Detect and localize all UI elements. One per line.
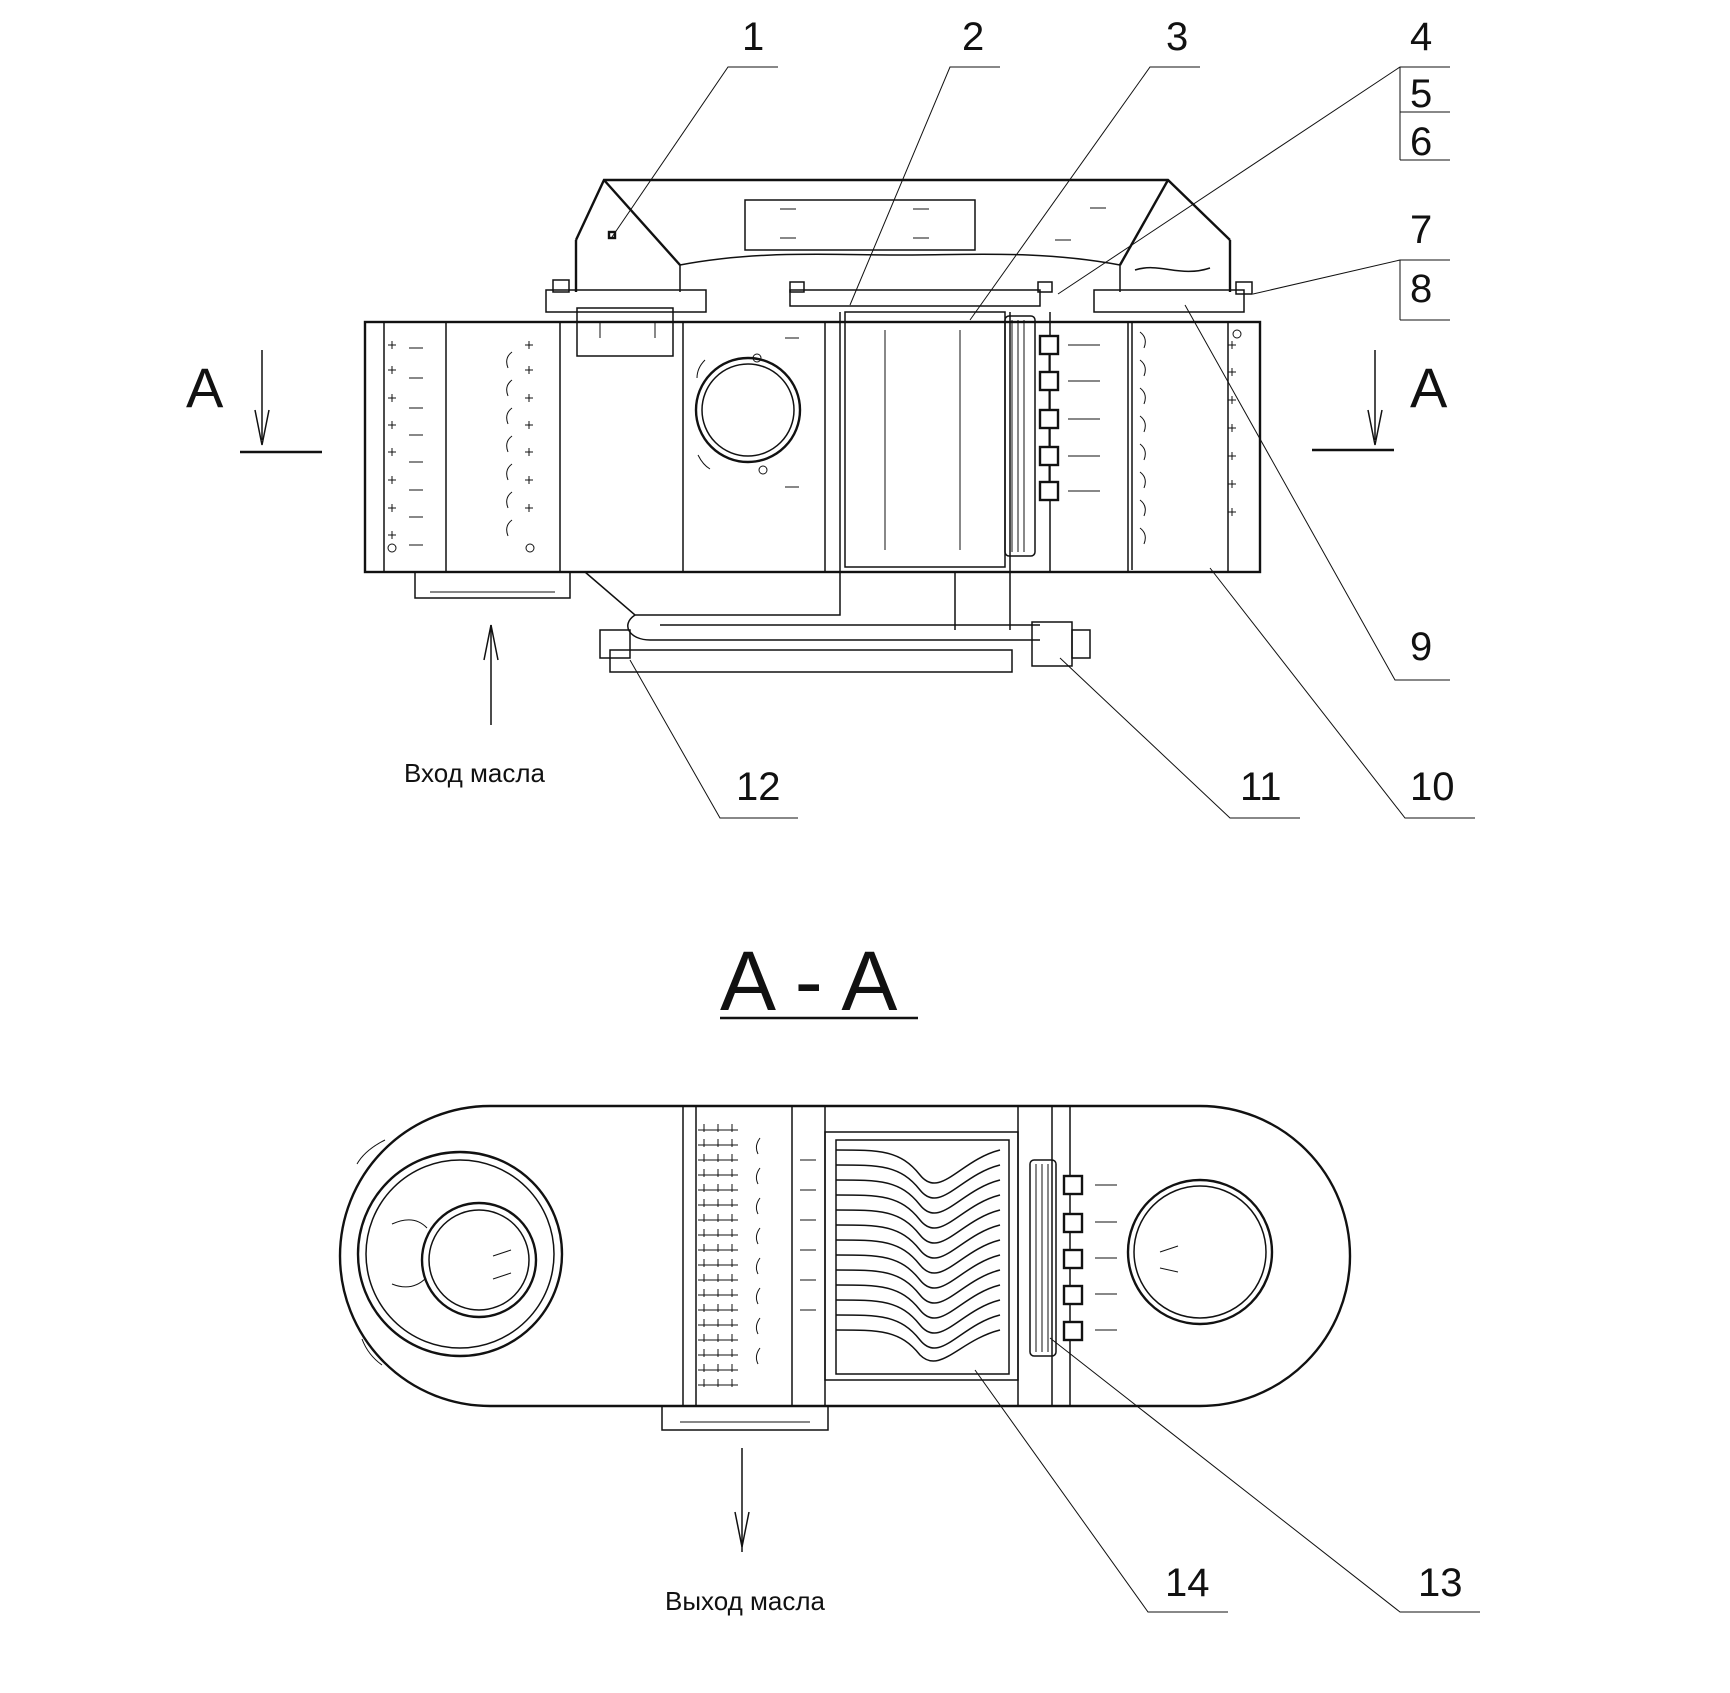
callout-3: 3 [1166,15,1188,59]
callout-4: 4 [1410,15,1432,59]
tube-bundle [835,1149,1001,1362]
oil-outlet: Выход масла [665,1448,826,1616]
callout-6: 6 [1410,120,1432,164]
section-title: A - A [720,934,897,1028]
top-flanges [545,279,1253,357]
oil-inlet: Вход масла [404,624,546,788]
callout-8: 8 [1410,267,1432,311]
callout-7: 7 [1410,208,1432,252]
section-marker-right: A [1410,356,1448,419]
callout-numbers-top: 1 2 3 4 5 6 7 8 9 10 11 12 [736,15,1455,809]
callout-11: 11 [1240,765,1282,809]
callout-5: 5 [1410,72,1432,116]
callout-14: 14 [1165,1561,1210,1605]
section-arrow-left: A [186,350,322,454]
plus-grid [698,1124,816,1390]
callout-12: 12 [736,765,781,809]
top-hood [574,178,1232,292]
callout-1: 1 [742,15,764,59]
oil-inlet-caption: Вход масла [404,758,546,788]
callout-10: 10 [1410,765,1455,809]
bottom-parts [414,571,1091,673]
section-view: A - A [338,934,1480,1616]
callout-9: 9 [1410,625,1432,669]
callout-2: 2 [962,15,984,59]
main-body [363,311,1262,574]
callout-leaders-section [974,1337,1480,1613]
callout-13: 13 [1418,1561,1463,1605]
section-arrow-right: A [1312,350,1448,452]
callout-leaders-top [611,66,1475,819]
oil-outlet-caption: Выход масла [665,1586,826,1616]
front-elevation: A A Вход масла [186,178,1448,788]
section-marker-left: A [186,356,224,419]
